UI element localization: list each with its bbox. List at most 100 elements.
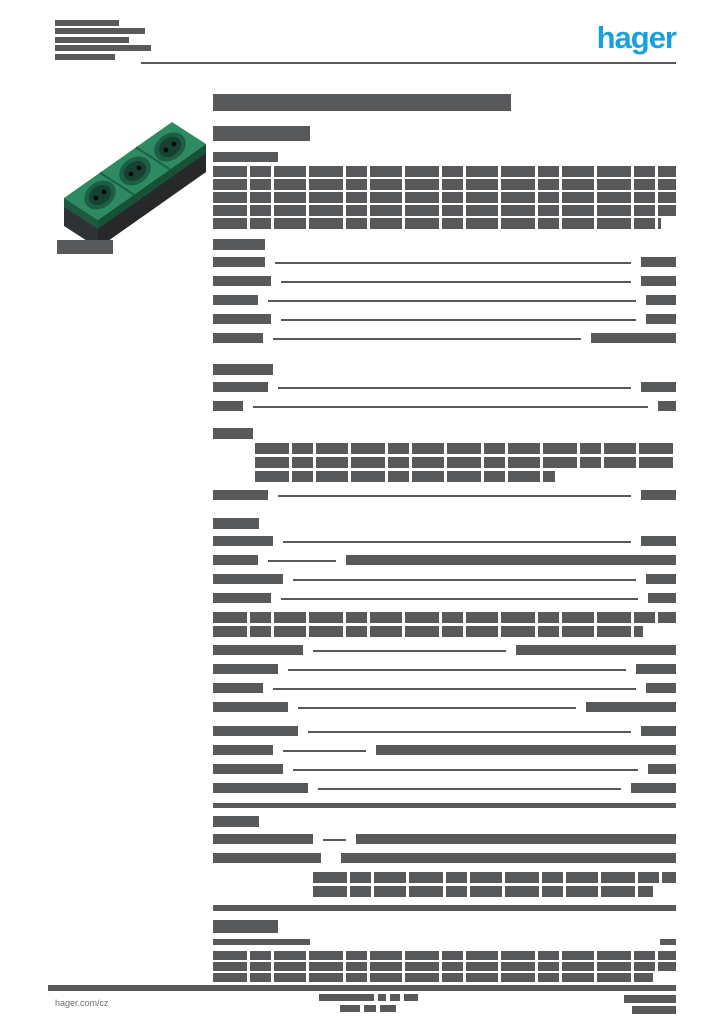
spec-label-bar xyxy=(213,314,271,324)
description-paragraph xyxy=(213,166,676,177)
spec-value-bar xyxy=(641,490,676,500)
spec-value-bar xyxy=(516,645,676,655)
footer-site-link[interactable]: hager.com/cz xyxy=(48,995,172,1017)
spec-leader-rule xyxy=(281,319,636,321)
full-width-bar xyxy=(213,905,676,911)
wrapped-value-text xyxy=(213,626,643,637)
spec-row xyxy=(213,698,676,717)
spec-row xyxy=(213,679,676,698)
wrapped-value-text xyxy=(255,457,675,468)
footer-info-segment xyxy=(340,1005,360,1012)
spec-leader-rule xyxy=(323,839,346,841)
spec-value-bar xyxy=(646,574,676,584)
spec-value-bar xyxy=(641,382,676,392)
spec-label-bar xyxy=(213,834,313,844)
notes-paragraph xyxy=(213,951,676,960)
full-width-bar xyxy=(213,803,676,808)
socket-1 xyxy=(84,180,116,210)
spec-value-bar xyxy=(641,276,676,286)
spec-leader-rule xyxy=(308,731,631,733)
spec-leader-rule xyxy=(293,769,638,771)
spec-row xyxy=(213,378,676,397)
spec-label-bar xyxy=(213,853,321,863)
spec-leader-rule xyxy=(281,598,638,600)
spec-leader-rule xyxy=(281,281,631,283)
spec-label-bar xyxy=(213,593,271,603)
spec-row xyxy=(213,329,676,348)
spec-leader-rule xyxy=(293,579,636,581)
spec-label-bar xyxy=(213,645,303,655)
footer-page-info xyxy=(298,994,438,1016)
spec-value-bar xyxy=(646,683,676,693)
footer-right-bar xyxy=(632,1006,676,1014)
spec-label-bar xyxy=(213,257,265,267)
address-line-bar xyxy=(55,36,129,43)
spec-leader-rule xyxy=(283,541,631,543)
spec-row xyxy=(213,272,676,291)
spec-row xyxy=(213,253,676,272)
spec-value-bar xyxy=(636,664,676,674)
product-reference-bar xyxy=(57,240,113,254)
spec-leader-rule xyxy=(253,406,648,408)
wrapped-value-text xyxy=(213,612,676,623)
main-column xyxy=(213,0,676,982)
footer-right-bar xyxy=(624,995,676,1003)
spec-leader-rule xyxy=(278,387,631,389)
section-heading-bar xyxy=(213,518,259,529)
footer-info-segment xyxy=(377,994,386,1001)
spec-leader-rule xyxy=(273,338,581,340)
spec-leader-rule xyxy=(318,788,621,790)
address-line-bar xyxy=(55,20,119,26)
section-heading-bar xyxy=(213,239,265,250)
section-heading-bar xyxy=(213,816,259,827)
spec-label-bar xyxy=(213,683,263,693)
spec-label-bar xyxy=(213,333,263,343)
spec-leader-rule xyxy=(313,650,506,652)
spec-row xyxy=(213,570,676,589)
spec-leader-rule xyxy=(268,300,636,302)
spec-value-bar xyxy=(648,764,676,774)
spec-value-bar xyxy=(376,745,676,755)
subtitle-bar xyxy=(213,126,310,141)
spec-leader-rule xyxy=(278,495,631,497)
spec-value-bar xyxy=(341,853,676,863)
wrapped-value-text xyxy=(255,471,555,482)
notes-subline xyxy=(213,939,676,947)
section-heading-bar xyxy=(213,364,273,375)
spec-row xyxy=(213,532,676,551)
spec-row xyxy=(213,660,676,679)
spec-label-bar xyxy=(213,783,308,793)
spec-value-bar xyxy=(631,783,676,793)
socket-2 xyxy=(119,156,151,186)
spec-value-bar xyxy=(641,536,676,546)
notes-paragraph xyxy=(213,962,676,971)
section-heading-bar xyxy=(213,428,253,439)
spec-value-bar xyxy=(346,555,676,565)
footer-info-line xyxy=(298,1005,438,1012)
product-image xyxy=(52,88,214,250)
spec-label-bar xyxy=(213,295,258,305)
spec-label-bar xyxy=(213,382,268,392)
description-paragraph xyxy=(213,218,661,229)
spec-row xyxy=(213,722,676,741)
spec-value-bar xyxy=(646,295,676,305)
spec-leader-rule xyxy=(268,560,336,562)
spec-row xyxy=(213,551,676,570)
spec-value-bar xyxy=(591,333,676,343)
subrow-left-bar xyxy=(213,939,310,945)
spec-label-bar xyxy=(213,745,273,755)
footer-divider xyxy=(48,985,676,991)
hager-logo: hager xyxy=(596,20,677,55)
spec-value-bar xyxy=(641,257,676,267)
footer-info-segment xyxy=(403,994,418,1001)
spec-label-bar xyxy=(213,702,288,712)
spec-row xyxy=(213,589,676,608)
address-line-bar xyxy=(55,45,151,52)
wrapped-value-text xyxy=(313,872,676,883)
subrow-right-bar xyxy=(660,939,676,945)
spec-value-bar xyxy=(586,702,676,712)
description-paragraph xyxy=(213,205,676,216)
spec-leader-rule xyxy=(273,688,636,690)
address-line-bar xyxy=(55,53,115,60)
